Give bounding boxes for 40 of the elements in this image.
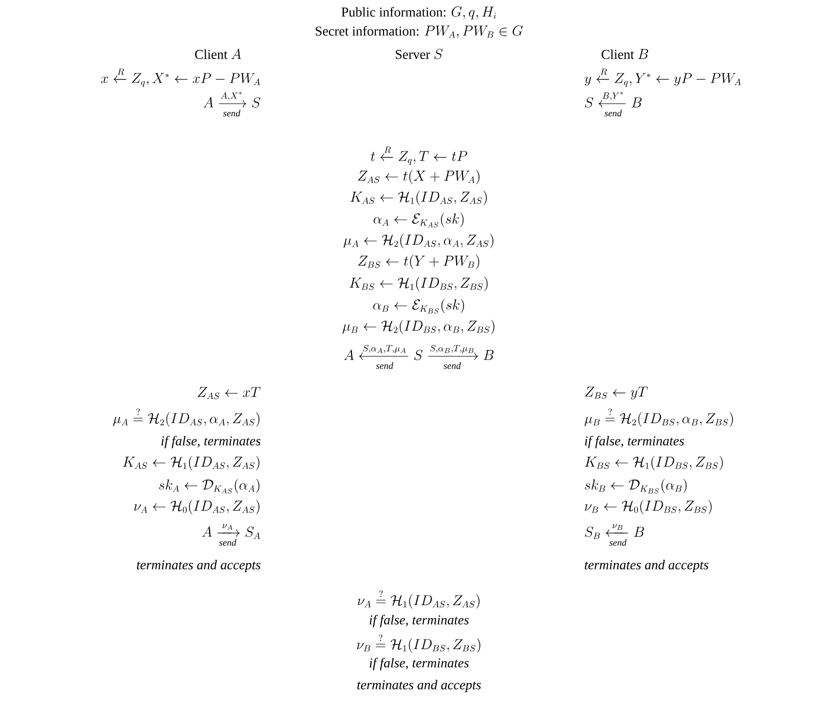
formula: $\text{Client }B$	[602, 49, 648, 59]
note-text: if false, terminates	[370, 658, 469, 670]
note-text: terminates and accepts	[136, 560, 260, 572]
formula: $y \xleftarrow{R} Z_q, Y^* \leftarrow yP - PW_A$	[584, 68, 741, 87]
formula: $Z_{BS} \leftarrow t(Y + PW_B)$	[358, 254, 480, 270]
formula: $A \xrightarrow[\mathit{send}]{A, X^*} S$	[204, 92, 260, 116]
note-text: terminates and accepts	[584, 560, 708, 572]
formula: $sk_B \leftarrow \mathcal{D}_{K_{BS}}(\alpha_B)$	[584, 478, 687, 494]
formula: $x \xleftarrow{R} Z_q, X^* \leftarrow xP - PW_A$	[101, 68, 260, 87]
formula: $\mu_A \leftarrow \mathcal{H}_2(ID_{AS}, \alpha_A, Z_{AS})$	[344, 234, 494, 248]
note-text: terminates and accepts	[357, 680, 481, 692]
formula: $\text{Secret information: }PW_A, PW_B \in G$	[316, 25, 523, 38]
formula: $S \xleftarrow[\mathit{send}]{B, Y^*} B$	[584, 92, 642, 116]
formula: $Z_{AS} \leftarrow t(X + PW_A)$	[358, 170, 480, 184]
formula: $sk_A \leftarrow \mathcal{D}_{K_{AS}}(\alpha_A)$	[159, 478, 260, 494]
formula: $K_{BS} \leftarrow \mathcal{H}_1(ID_{BS}, Z_{BS})$	[584, 456, 723, 470]
formula: $A \xleftarrow[\mathit{send}]{S, \alpha_A, T, \mu_A} S \xrightarrow[\mathit{send}]{S, \alpha_B, T, \mu_B} B$	[344, 344, 494, 369]
formula: $\text{Server }S$	[396, 48, 443, 60]
formula: $\text{Public information: }G, q, H_i$	[342, 6, 496, 20]
formula: $\nu_B \stackrel{?}{=} \mathcal{H}_1(ID_{BS}, Z_{BS})$	[357, 634, 480, 653]
formula: $\mu_B \stackrel{?}{=} \mathcal{H}_2(ID_{BS}, \alpha_B, Z_{BS})$	[584, 408, 733, 427]
formula: $K_{BS} \leftarrow \mathcal{H}_1(ID_{BS}, Z_{BS})$	[350, 276, 488, 292]
note-text: if false, terminates	[584, 436, 684, 448]
formula: $Z_{BS} \leftarrow yT$	[585, 386, 648, 400]
formula: $Z_{AS} \leftarrow xT$	[198, 387, 261, 400]
formula: $S_B \xleftarrow[\mathit{send}]{\nu_B} B$	[584, 524, 644, 546]
note-text: if false, terminates	[370, 614, 469, 628]
formula: $K_{AS} \leftarrow \mathcal{H}_1(ID_{AS}, Z_{AS})$	[350, 190, 487, 206]
formula: $\text{Client }A$	[195, 48, 242, 59]
formula: $\mu_A \stackrel{?}{=} \mathcal{H}_2(ID_{AS}, \alpha_A, Z_{AS})$	[113, 408, 260, 427]
formula: $\alpha_B \leftarrow \mathcal{E}_{K_{BS}}(sk)$	[373, 298, 464, 314]
formula: $\mu_B \leftarrow \mathcal{H}_2(ID_{BS}, \alpha_B, Z_{BS})$	[342, 320, 494, 334]
formula: $K_{AS} \leftarrow \mathcal{H}_1(ID_{AS}, Z_{AS})$	[123, 456, 260, 470]
formula: $A \xrightarrow[\mathit{send}]{\nu_A} S_A$	[202, 524, 260, 546]
note-text: if false, terminates	[161, 436, 260, 448]
formula: $t \xleftarrow{R} Z_q, T \leftarrow tP$	[370, 146, 468, 165]
formula: $\nu_A \leftarrow \mathcal{H}_0(ID_{AS}, Z_{AS})$	[134, 500, 260, 514]
formula: $\nu_A \stackrel{?}{=} \mathcal{H}_1(ID_{AS}, Z_{AS})$	[358, 590, 480, 609]
formula: $\nu_B \leftarrow \mathcal{H}_0(ID_{BS}, Z_{BS})$	[584, 500, 712, 514]
formula: $\alpha_A \leftarrow \mathcal{E}_{K_{AS}}(sk)$	[374, 212, 464, 228]
